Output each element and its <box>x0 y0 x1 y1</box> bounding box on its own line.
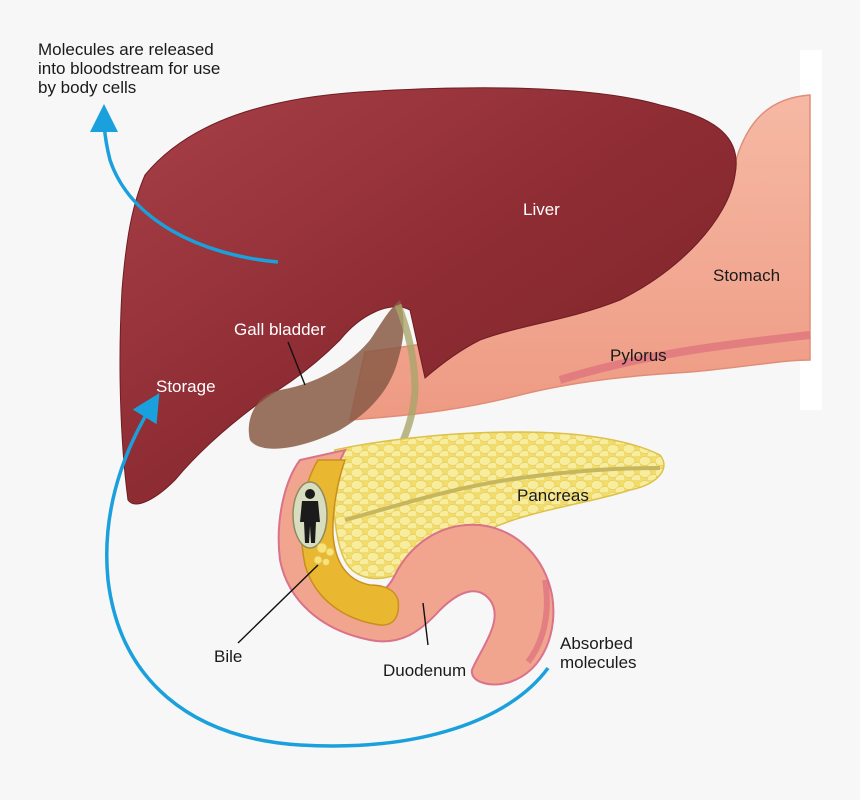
absorbed-label: Absorbed molecules <box>560 634 637 672</box>
pancreatic-duct <box>344 466 661 522</box>
stomach-label: Stomach <box>713 266 781 285</box>
molecule-dots <box>313 542 335 566</box>
duodenum-fold <box>525 579 550 664</box>
absorbed-arrow <box>105 393 550 748</box>
gall-bladder-leader <box>287 341 306 386</box>
release-arrow <box>90 104 279 264</box>
duodenum-label: Duodenum <box>383 661 467 680</box>
gall-bladder-label: Gall bladder <box>234 320 326 339</box>
person-silhouette-icon <box>300 489 320 543</box>
pylorus-label: Pylorus <box>610 346 667 365</box>
liver <box>119 87 737 505</box>
duodenum-leader <box>422 602 429 646</box>
pancreas-label: Pancreas <box>517 486 589 505</box>
pancreas <box>332 431 665 580</box>
gall-bladder <box>248 300 404 449</box>
released-label: Molecules are released into bloodstream … <box>38 40 221 97</box>
bile-leader <box>237 564 319 644</box>
stomach-fold <box>558 331 811 384</box>
bile-label: Bile <box>214 647 243 666</box>
liver-label: Liver <box>523 200 560 219</box>
storage-label: Storage <box>156 377 216 396</box>
